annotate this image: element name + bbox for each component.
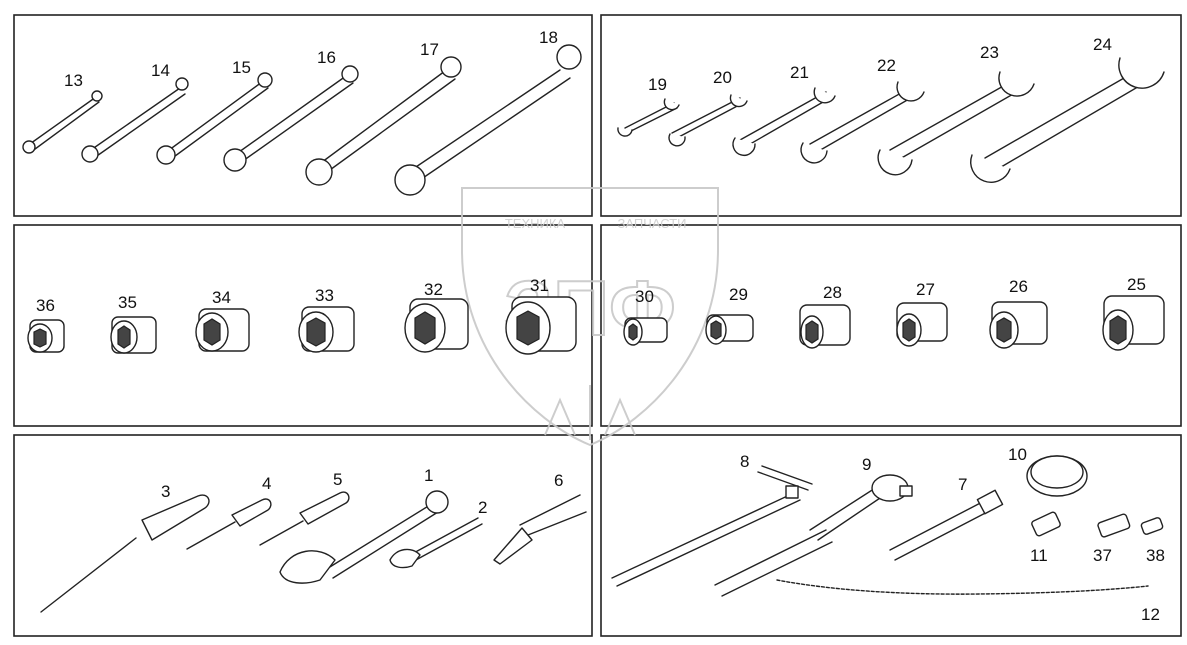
ring-wrench-14-icon [87,87,186,159]
socket-set-left [27,296,577,355]
socket-33-icon [298,306,355,353]
callout-13: 13 [64,71,83,90]
screwdriver-4-icon [186,498,272,550]
hand-tool-labels: 3 4 5 1 2 6 [161,466,563,517]
open-wrench-23-icon [889,79,1023,161]
callout-32: 32 [424,280,443,299]
extension-bar-7-icon [889,489,1004,561]
open-wrench-22-icon [809,87,917,153]
socket-26-icon [989,301,1048,349]
callout-21: 21 [790,63,809,82]
pressure-gauge-10-icon [1026,455,1088,497]
flexible-hose-12-icon [776,579,1149,595]
socket-28-icon [799,304,851,349]
open-wrench-20-icon [671,97,744,140]
callout-2: 2 [478,498,487,517]
accessories [611,455,1164,597]
callout-11: 11 [1030,546,1048,565]
callout-33: 33 [315,286,334,305]
callout-5: 5 [333,470,342,489]
callout-12: 12 [1141,605,1160,624]
callout-19: 19 [648,75,667,94]
socket-left-labels: 36 35 34 33 32 31 [36,276,549,315]
callout-28: 28 [823,283,842,302]
socket-right-labels: 30 29 28 27 26 25 [635,275,1146,306]
callout-25: 25 [1127,275,1146,294]
callout-35: 35 [118,293,137,312]
callout-9: 9 [862,455,871,474]
fitting-38-icon [1140,517,1164,535]
socket-30-icon [623,317,668,346]
socket-25-icon [1102,295,1165,351]
socket-27-icon [896,302,948,347]
panel-accessories [600,434,1182,637]
adjustable-wrench-2-icon [389,517,483,569]
callout-8: 8 [740,452,749,471]
callout-29: 29 [729,285,748,304]
socket-34-icon [195,308,250,352]
ring-wrench-13-icon [26,96,100,153]
adapter-37-icon [1097,513,1131,538]
callout-27: 27 [916,280,935,299]
ring-wrench-18-icon [403,69,571,185]
callout-30: 30 [635,287,654,306]
callout-7: 7 [958,475,967,494]
callout-1: 1 [424,466,433,485]
adapter-11-icon [1031,511,1061,537]
callout-15: 15 [232,58,251,77]
callout-18: 18 [539,28,558,47]
watermark-line1: ТЕХНИКА [505,216,566,231]
screwdriver-3-icon [40,494,210,613]
pliers-6-icon [493,494,587,565]
socket-35-icon [110,316,157,354]
callout-37: 37 [1093,546,1112,565]
socket-29-icon [705,314,754,345]
ring-wrench-15-icon [164,81,269,160]
accessory-labels: 8 9 10 7 11 37 38 12 [740,445,1165,624]
socket-36-icon [27,319,65,353]
watermark-wheat-icon [544,385,636,440]
screwdriver-5-icon [259,491,350,546]
ratchet-handle-9-icon [714,474,913,597]
callout-14: 14 [151,61,170,80]
callout-36: 36 [36,296,55,315]
open-wrench-labels: 19 20 21 22 23 24 [648,35,1112,94]
panel-sockets-right [600,224,1182,427]
callout-22: 22 [877,56,896,75]
panel-ring-wrenches [13,14,593,217]
callout-23: 23 [980,43,999,62]
callout-31: 31 [530,276,549,295]
watermark-shield-icon [461,187,719,447]
open-wrench-24-icon [984,69,1149,171]
ring-wrench-set [22,44,582,196]
callout-3: 3 [161,482,170,501]
callout-24: 24 [1093,35,1112,54]
open-wrench-21-icon [739,91,831,148]
adjustable-wrench-1-icon [279,490,449,584]
socket-set-right [623,295,1165,351]
callout-38: 38 [1146,546,1165,565]
hand-tools [40,490,587,613]
ring-wrench-17-icon [313,70,456,176]
socket-32-icon [404,298,469,353]
callout-6: 6 [554,471,563,490]
callout-20: 20 [713,68,732,87]
callout-17: 17 [420,40,439,59]
callout-4: 4 [262,474,271,493]
ring-wrench-labels: 13 14 15 16 17 18 [64,28,558,90]
socket-31-icon [505,296,577,355]
callout-34: 34 [212,288,231,307]
callout-26: 26 [1009,277,1028,296]
panel-open-wrenches [600,14,1182,217]
watermark-line2: ЗАПЧАСТИ [617,216,686,231]
callout-16: 16 [317,48,336,67]
t-handle-8-icon [611,465,813,587]
callout-10: 10 [1008,445,1027,464]
ring-wrench-16-icon [231,75,354,164]
panel-hand-tools [13,434,593,637]
open-wrench-set [617,57,1165,183]
